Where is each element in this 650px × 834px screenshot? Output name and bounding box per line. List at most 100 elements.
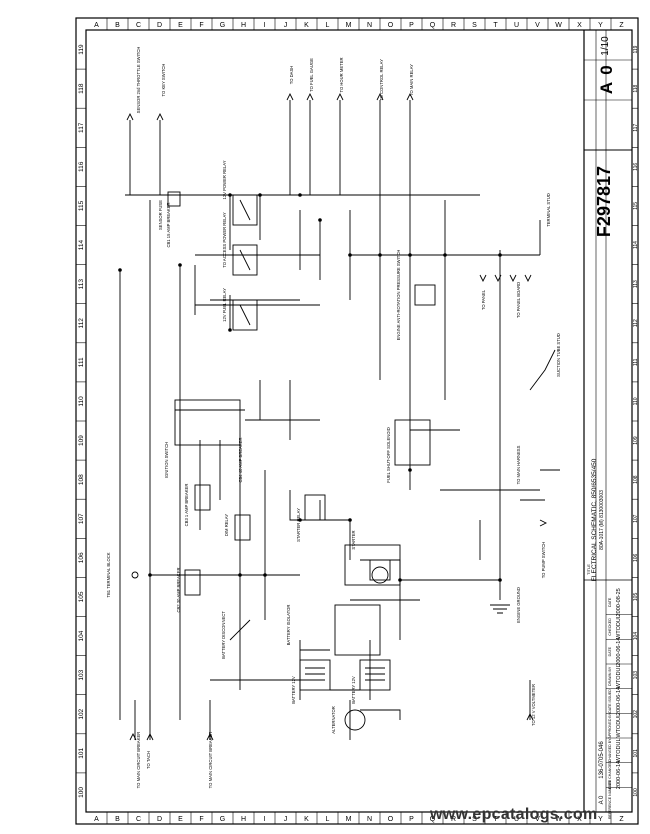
grid-col-label: R — [451, 22, 456, 29]
junction-dot — [348, 253, 352, 257]
grid-row-label: 117 — [78, 122, 85, 133]
grid-row-label: 114 — [78, 239, 85, 250]
label-dim-relay: DIM RELAY — [224, 514, 229, 536]
battery-1-box — [299, 659, 331, 691]
label-to-main-harness: TO MAIN HARNESS — [516, 445, 521, 484]
grid-row-label: 116 — [78, 161, 85, 172]
battery-disconnect-switch — [229, 619, 251, 641]
label-to-key: TO KEY SWITCH — [161, 64, 166, 97]
label-starter-relay: STARTER RELAY — [296, 508, 301, 542]
grid-col-label: L — [326, 22, 330, 29]
fuel-wiring — [409, 429, 560, 560]
grid-col-label: C — [136, 816, 141, 823]
junction-dot — [263, 573, 267, 577]
grid-row-label: 104 — [78, 630, 85, 641]
label-ignition-switch: IGNITION SWITCH — [164, 442, 169, 478]
battery-plates — [305, 667, 385, 681]
junction-dot — [228, 328, 232, 332]
grid-col-label: Z — [619, 22, 624, 29]
label-to-tach: TO TACH — [146, 751, 151, 769]
grid-col-label: N — [367, 816, 372, 823]
label-engine-sw: ENGINE ANTI-ROTATION PRESSURE SWITCH — [396, 250, 401, 341]
grid-col-label: T — [493, 22, 498, 29]
revision-letter-0: 0 — [597, 65, 616, 74]
grid-col-label: Y — [598, 22, 603, 29]
label-to-dash: TO DASH — [289, 66, 294, 85]
label-alternator: ALTERNATOR — [331, 706, 336, 733]
label-accessory-relay: TO ACCESS POWER RELAY — [222, 212, 227, 268]
grid-col-label: B — [115, 816, 120, 823]
grid-rows-right: 1191181171161151141131121111101091081071… — [632, 45, 639, 797]
grid-col-label: X — [577, 22, 582, 29]
relay-wiring — [194, 254, 320, 330]
label-ground-cb: CB4 40 AMP BREAKER — [238, 437, 243, 482]
junction-dot — [408, 468, 412, 472]
grid-col-label: Y — [598, 816, 603, 823]
grid-col-label: V — [535, 22, 540, 29]
grid-col-label: O — [388, 22, 394, 29]
grid-row-label: 108 — [78, 474, 85, 485]
junction-dot — [228, 193, 232, 197]
title-cell-label: DRAWN BY — [608, 666, 612, 686]
starter-motor-circle — [371, 566, 389, 584]
title-cell-label: REFERENCE NUMBER — [608, 780, 612, 819]
label-to-voltmeter: TO 12 V VOLTMETER — [531, 684, 536, 726]
title-cell-label: DATE CHANGED — [608, 760, 612, 789]
grid-col-label: L — [326, 816, 330, 823]
accessory-relay-box — [232, 244, 258, 276]
bottom-leads — [134, 680, 531, 740]
grid-row-label: 113 — [633, 280, 639, 288]
title-cell-label: DATE ISSUED — [608, 689, 612, 713]
grid-col-label: J — [284, 22, 288, 29]
battery-iso-box — [334, 604, 381, 656]
grid-row-label: 114 — [633, 241, 639, 249]
fuse-box — [167, 191, 181, 207]
grid-row-label: 106 — [78, 552, 85, 563]
grid-row-label: 110 — [633, 397, 639, 405]
grid-row-label: 105 — [633, 593, 639, 602]
title-cell-value: WTODUL — [616, 664, 622, 688]
main-power-bus — [119, 180, 540, 720]
label-battery-iso: BATTERY ISOLATOR — [286, 605, 291, 646]
title-cell-value: 2000-06-14 — [616, 638, 622, 666]
grid-col-label: A — [94, 816, 99, 823]
starter-relay-box — [304, 494, 326, 521]
relay-coil-lines — [239, 199, 251, 326]
label-to-main-rly: TO MAIN RELAY — [409, 64, 414, 96]
battery-2-box — [359, 659, 391, 691]
grid-col-label: U — [514, 816, 519, 823]
grid-col-label: R — [451, 816, 456, 823]
grid-row-label: 103 — [633, 671, 639, 680]
starter-box — [344, 544, 401, 586]
title-cell-value: 2000-06-14 — [616, 761, 622, 789]
junction-dot — [118, 268, 122, 272]
grid-col-label: E — [178, 22, 183, 29]
title-cell-value: WTODUL — [616, 615, 622, 639]
grid-row-label: 118 — [633, 84, 639, 92]
power-relay-box — [232, 194, 258, 226]
grid-row-label: 100 — [633, 788, 639, 797]
title-heading: TITLE — [586, 564, 591, 575]
grid-col-label: W — [555, 22, 562, 29]
grid-row-label: 117 — [633, 124, 639, 132]
grid-col-label: M — [346, 22, 352, 29]
grid-row-label: 102 — [78, 708, 85, 719]
label-vacuum: SUCTION TUBE STUD — [556, 333, 561, 377]
grid-row-label: 102 — [633, 710, 639, 719]
grid-row-label: 113 — [78, 279, 85, 290]
grid-row-label: 107 — [78, 513, 85, 524]
wiring-schematic: SENSOR 2nd THROTTLE SWITCH SENSOR FUSE 1… — [106, 47, 561, 789]
title-cell-value: WTODUL — [616, 738, 622, 762]
grid-row-label: 119 — [633, 45, 639, 53]
grid-col-label: H — [241, 816, 246, 823]
label-to-pnl-board: TO PANEL BOARD — [516, 282, 521, 318]
sheet-number: 1/10 — [600, 36, 611, 56]
starter-solenoid-box — [369, 559, 391, 581]
junction-dot — [378, 253, 382, 257]
junction-dot — [238, 573, 242, 577]
grid-col-label: C — [136, 22, 141, 29]
label-tb1: TB1 TERMINAL BLOCK — [106, 552, 111, 597]
right-arrows — [479, 274, 548, 527]
grid-rows-left: 1191181171161151141131121111101091081071… — [76, 44, 86, 798]
grid-row-label: 109 — [78, 435, 85, 446]
